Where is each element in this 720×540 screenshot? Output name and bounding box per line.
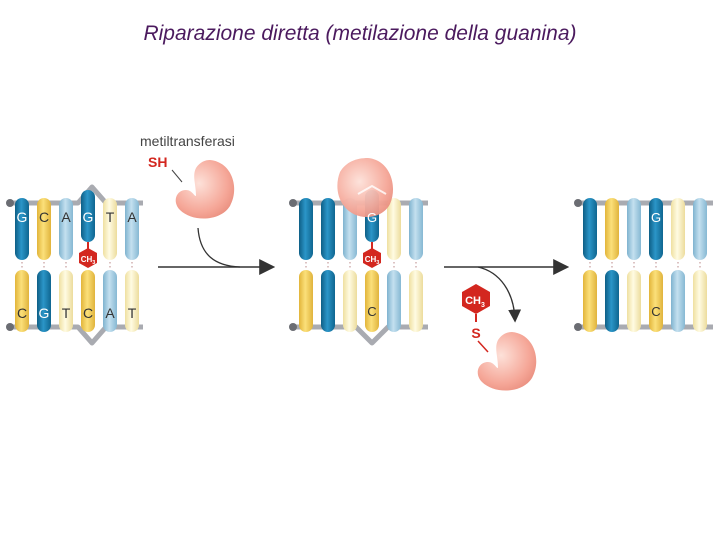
- base-a: [59, 198, 73, 260]
- bottom-base-label: T: [128, 305, 137, 321]
- strand-end-cap: [289, 199, 297, 207]
- strand-end-cap: [289, 323, 297, 331]
- strand-end-cap: [574, 199, 582, 207]
- dna-middle: CH3 G C: [289, 158, 428, 343]
- sh-label: SH: [148, 154, 167, 170]
- bottom-backbone: [293, 327, 428, 343]
- strand-end-cap: [574, 323, 582, 331]
- top-base-label: G: [83, 209, 94, 225]
- bottom-base-label: C: [17, 305, 27, 321]
- bottom-base-label: G: [39, 305, 50, 321]
- enzyme-shape: [176, 160, 235, 219]
- dna-right: G C: [574, 198, 713, 332]
- top-base-label: G: [17, 209, 28, 225]
- cytosine-label: C: [651, 304, 660, 319]
- base-a: [103, 270, 117, 332]
- base-t: [103, 198, 117, 260]
- base-g: [37, 270, 51, 332]
- base-t: [125, 270, 139, 332]
- enzyme-free: metiltransferasi SH: [140, 133, 235, 219]
- cytosine-label: C: [367, 304, 376, 319]
- top-backbone: [10, 187, 143, 203]
- bottom-base-label: T: [62, 305, 71, 321]
- base-c: [81, 270, 95, 332]
- strand-end-cap: [6, 199, 14, 207]
- base-t: [59, 270, 73, 332]
- top-base-label: A: [61, 209, 71, 225]
- s-label: S: [471, 325, 480, 341]
- top-base-label: C: [39, 209, 49, 225]
- top-base-label: T: [106, 209, 115, 225]
- enzyme-label: metiltransferasi: [140, 133, 235, 149]
- base-c: [15, 270, 29, 332]
- bottom-base-label: C: [83, 305, 93, 321]
- guanine-label: G: [367, 210, 377, 225]
- top-base-label: A: [127, 209, 137, 225]
- base-c: [37, 198, 51, 260]
- dna-left: CH3 G C A G T A C G T C A T: [6, 187, 143, 343]
- guanine-label: G: [651, 210, 661, 225]
- enzyme-methylated: CH3 S: [462, 284, 536, 391]
- bottom-base-label: A: [105, 305, 115, 321]
- base-g: [15, 198, 29, 260]
- strand-end-cap: [6, 323, 14, 331]
- base-a: [125, 198, 139, 260]
- enzyme-shape: [478, 332, 537, 391]
- bottom-backbone: [10, 327, 143, 343]
- reaction-arrow-1: [158, 228, 272, 267]
